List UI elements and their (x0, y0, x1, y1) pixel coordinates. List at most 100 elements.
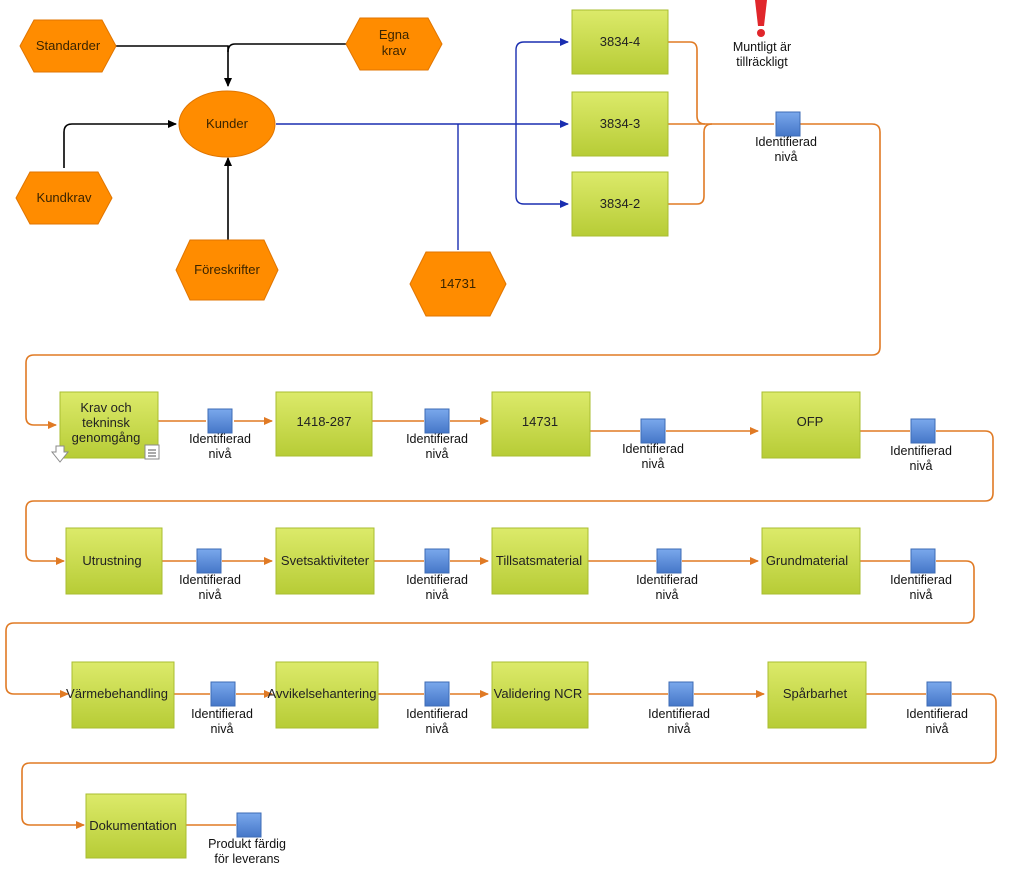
gate-branches[interactable]: Identifierad nivå (755, 111, 817, 164)
step-krav-label-2: tekninsk (82, 415, 130, 430)
step-avvikelsehantering-label: Avvikelsehantering (268, 686, 377, 701)
step-svetsaktiviteter-label: Svetsaktiviteter (281, 553, 370, 568)
gate-row3-3-label-1: Identifierad (648, 707, 710, 721)
step-dokumentation[interactable]: Dokumentation (85, 793, 187, 859)
gate-row3-3[interactable]: Identifierad nivå (648, 681, 710, 736)
step-14731[interactable]: 14731 (491, 391, 591, 457)
gate-row2-1[interactable]: Identifierad nivå (179, 548, 241, 602)
gate-row1-3-label-2: nivå (642, 457, 665, 471)
link-kundkrav-kunder (63, 120, 177, 168)
step-14731-label: 14731 (522, 414, 558, 429)
flow-wrap-3 (5, 560, 975, 694)
gate-row3-1-label-1: Identifierad (191, 707, 253, 721)
gate-row2-4[interactable]: Identifierad nivå (890, 548, 952, 602)
hex-kundkrav[interactable]: Kundkrav (15, 171, 113, 225)
gate-row3-4-label-1: Identifierad (906, 707, 968, 721)
gate-row2-3-label-1: Identifierad (636, 573, 698, 587)
gate-row1-4[interactable]: Identifierad nivå (890, 418, 952, 473)
gate-row2-2[interactable]: Identifierad nivå (406, 548, 468, 602)
step-ofp[interactable]: OFP (761, 391, 861, 459)
step-krav[interactable]: Krav och tekninsk genomgång (50, 391, 160, 463)
step-1418-287[interactable]: 1418-287 (275, 391, 373, 457)
step-validering-ncr-label: Validering NCR (494, 686, 583, 701)
gate-row1-3-label-1: Identifierad (622, 442, 684, 456)
step-varmebehandling-label: Värmebehandling (66, 686, 168, 701)
step-avvikelsehantering[interactable]: Avvikelsehantering (268, 661, 379, 729)
hex-14731[interactable]: 14731 (409, 251, 507, 317)
step-sparbarhet[interactable]: Spårbarhet (767, 661, 867, 729)
gate-row3-2-label-2: nivå (426, 722, 449, 736)
gate-row1-4-label-2: nivå (910, 459, 933, 473)
gate-row3-2-label-1: Identifierad (406, 707, 468, 721)
step-grundmaterial-label: Grundmaterial (766, 553, 848, 568)
gate-row1-2-label-2: nivå (426, 447, 449, 461)
gate-row3-3-label-2: nivå (668, 722, 691, 736)
step-grundmaterial[interactable]: Grundmaterial (761, 527, 861, 595)
step-dokumentation-label: Dokumentation (89, 818, 176, 833)
link-standarder-kunder (113, 45, 232, 87)
link-egna-krav-kunder (227, 43, 348, 53)
gate-row3-4[interactable]: Identifierad nivå (906, 681, 968, 736)
flow-3834-4-merge (668, 41, 706, 125)
gate-row2-1-label-2: nivå (199, 588, 222, 602)
hex-standarder-label: Standarder (36, 38, 101, 53)
gate-final[interactable]: Produkt färdig för leverans (208, 812, 286, 866)
gate-row2-1-label-1: Identifierad (179, 573, 241, 587)
gate-row2-2-label-2: nivå (426, 588, 449, 602)
hex-egna-krav[interactable]: Egna krav (345, 17, 443, 71)
flow-3834-2-merge (668, 123, 713, 205)
flow-wrap-1 (25, 123, 881, 429)
notes-icon[interactable] (144, 444, 160, 460)
step-krav-label-1: Krav och (80, 400, 131, 415)
gate-row1-1-label-1: Identifierad (189, 432, 251, 446)
step-1418-287-label: 1418-287 (297, 414, 352, 429)
step-varmebehandling[interactable]: Värmebehandling (66, 661, 175, 729)
step-utrustning[interactable]: Utrustning (65, 527, 163, 595)
gate-row3-1[interactable]: Identifierad nivå (191, 681, 253, 736)
step-utrustning-label: Utrustning (82, 553, 141, 568)
hex-14731-label: 14731 (440, 276, 476, 291)
gate-row1-1-label-2: nivå (209, 447, 232, 461)
flow-wrap-4 (21, 693, 997, 825)
gate-row1-2-label-1: Identifierad (406, 432, 468, 446)
gate-row1-3[interactable]: Identifierad nivå (622, 418, 684, 471)
gate-branches-label-1: Identifierad (755, 135, 817, 149)
hex-foreskrifter-label: Föreskrifter (194, 262, 260, 277)
hub-kunder[interactable]: Kunder (178, 90, 276, 158)
gate-final-label-1: Produkt färdig (208, 837, 286, 851)
drilldown-arrow-icon[interactable] (50, 445, 70, 463)
box-3834-4[interactable]: 3834-4 (571, 9, 669, 75)
flow-links (5, 41, 997, 825)
branch-links (276, 38, 569, 250)
step-svetsaktiviteter[interactable]: Svetsaktiviteter (275, 527, 375, 595)
warning-exclamation-icon (755, 0, 767, 37)
box-3834-2[interactable]: 3834-2 (571, 171, 669, 237)
gate-row3-1-label-2: nivå (211, 722, 234, 736)
hex-foreskrifter[interactable]: Föreskrifter (175, 239, 279, 301)
gate-row2-2-label-1: Identifierad (406, 573, 468, 587)
warning-note: Muntligt är tillräckligt (733, 0, 791, 69)
box-3834-3-label: 3834-3 (600, 116, 640, 131)
step-tillsatsmaterial[interactable]: Tillsatsmaterial (491, 527, 589, 595)
flow-wrap-2 (25, 430, 994, 561)
hex-kundkrav-label: Kundkrav (37, 190, 92, 205)
gate-row2-4-label-2: nivå (910, 588, 933, 602)
box-3834-3[interactable]: 3834-3 (571, 91, 669, 157)
hex-standarder[interactable]: Standarder (19, 19, 117, 73)
hex-egna-krav-label-1: Egna (379, 27, 410, 42)
hub-kunder-label: Kunder (206, 116, 249, 131)
gate-row3-4-label-2: nivå (926, 722, 949, 736)
gate-row2-3-label-2: nivå (656, 588, 679, 602)
link-to-3834-2 (515, 124, 569, 208)
step-ofp-label: OFP (797, 414, 824, 429)
gate-row3-2[interactable]: Identifierad nivå (406, 681, 468, 736)
warning-note-line-2: tillräckligt (736, 55, 788, 69)
gate-row1-2[interactable]: Identifierad nivå (406, 408, 468, 461)
gate-row2-3[interactable]: Identifierad nivå (636, 548, 698, 602)
warning-note-line-1: Muntligt är (733, 40, 791, 54)
step-tillsatsmaterial-label: Tillsatsmaterial (496, 553, 582, 568)
step-validering-ncr[interactable]: Validering NCR (491, 661, 589, 729)
box-3834-2-label: 3834-2 (600, 196, 640, 211)
gate-row1-1[interactable]: Identifierad nivå (189, 408, 251, 461)
